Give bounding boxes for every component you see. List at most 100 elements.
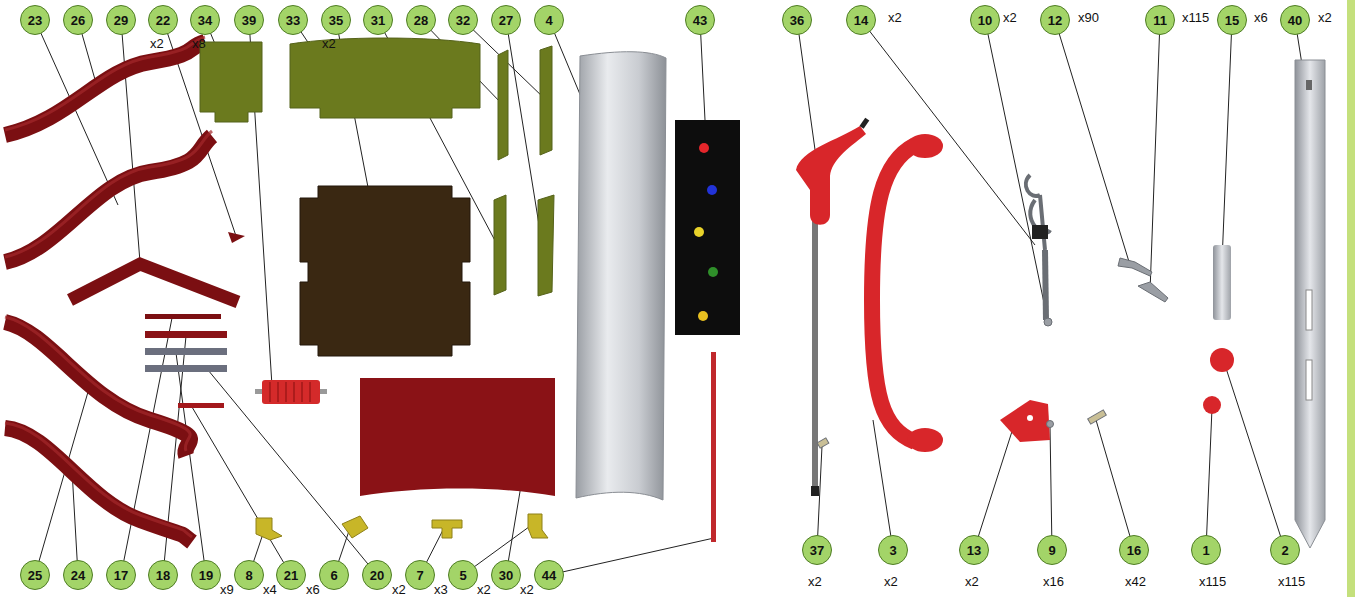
callout-number: 13 [967, 544, 981, 557]
callout-number: 17 [114, 569, 128, 582]
callout-circle: 16 [1119, 535, 1149, 565]
callout-number: 21 [284, 569, 298, 582]
callout-circle: 11 [1145, 5, 1175, 35]
quantity-label: x115 [1182, 11, 1209, 24]
callout-number: 27 [499, 14, 513, 27]
callout-circle: 12 [1040, 5, 1070, 35]
leader-lines [35, 20, 1306, 575]
callout-circle: 40 [1280, 5, 1310, 35]
callout-circle: 6 [319, 560, 349, 590]
callout-circle: 30 [491, 560, 521, 590]
callout-number: 20 [370, 569, 384, 582]
callout-circle: 23 [20, 5, 50, 35]
callout-circle: 44 [534, 560, 564, 590]
quantity-label: x9 [220, 583, 234, 596]
quantity-label: x6 [1254, 11, 1268, 24]
callout-circle: 4 [534, 5, 564, 35]
quantity-label: x2 [322, 37, 336, 50]
callout-number: 18 [156, 569, 170, 582]
callout-circle: 39 [234, 5, 264, 35]
callout-number: 35 [329, 14, 343, 27]
slide-chute [576, 52, 666, 500]
callout-circle: 21 [276, 560, 306, 590]
callout-number: 24 [71, 569, 85, 582]
callout-circle: 18 [148, 560, 178, 590]
quantity-label: x90 [1078, 11, 1099, 24]
callout-circle: 31 [363, 5, 393, 35]
callout-number: 8 [245, 569, 252, 582]
quantity-label: x2 [477, 583, 491, 596]
quantity-label: x115 [1199, 575, 1226, 588]
callout-number: 25 [28, 569, 42, 582]
quantity-label: x2 [888, 11, 902, 24]
callout-circle: 5 [448, 560, 478, 590]
callout-circle: 32 [448, 5, 478, 35]
quantity-label: x2 [1318, 11, 1332, 24]
callout-circle: 7 [405, 560, 435, 590]
grab-handle [872, 134, 943, 452]
callout-number: 6 [330, 569, 337, 582]
callout-number: 32 [456, 14, 470, 27]
callout-circle: 25 [20, 560, 50, 590]
brackets [256, 514, 548, 540]
callout-number: 11 [1153, 14, 1167, 27]
callout-circle: 9 [1037, 535, 1067, 565]
angle-bracket [1000, 400, 1050, 442]
callout-number: 34 [198, 14, 212, 27]
cylinder-part [255, 380, 327, 404]
callout-number: 10 [978, 14, 992, 27]
callout-circle: 15 [1217, 5, 1247, 35]
quantity-label: x3 [434, 583, 448, 596]
callout-circle: 34 [190, 5, 220, 35]
callout-circle: 33 [278, 5, 308, 35]
quantity-label: x4 [263, 583, 277, 596]
callout-circle: 14 [846, 5, 876, 35]
callout-number: 2 [1281, 544, 1288, 557]
quantity-label: x2 [808, 575, 822, 588]
callout-circle: 19 [191, 560, 221, 590]
climbing-wall [675, 120, 740, 335]
callout-number: 37 [810, 544, 824, 557]
callout-circle: 27 [491, 5, 521, 35]
callout-number: 30 [499, 569, 513, 582]
callout-number: 33 [286, 14, 300, 27]
ground-stake [1295, 60, 1325, 548]
triangle-part [228, 232, 245, 243]
pin-part [1213, 245, 1231, 320]
roof-panel [360, 378, 555, 496]
callout-number: 26 [71, 14, 85, 27]
callout-number: 3 [889, 544, 896, 557]
screws [817, 258, 1168, 448]
callout-number: 40 [1288, 14, 1302, 27]
handle-with-rod [796, 118, 869, 496]
callout-circle: 37 [802, 535, 832, 565]
callout-circle: 24 [63, 560, 93, 590]
callout-circle: 17 [106, 560, 136, 590]
callout-number: 23 [28, 14, 42, 27]
quantity-label: x42 [1125, 575, 1146, 588]
callout-number: 22 [156, 14, 170, 27]
quantity-label: x2 [392, 583, 406, 596]
cap-small [1203, 396, 1221, 414]
quantity-label: x2 [150, 37, 164, 50]
callout-circle: 22 [148, 5, 178, 35]
callout-number: 36 [790, 14, 804, 27]
accent-bar [1347, 0, 1355, 597]
callout-number: 12 [1048, 14, 1062, 27]
callout-number: 7 [416, 569, 423, 582]
floor-panel [300, 186, 470, 356]
callout-number: 14 [854, 14, 868, 27]
callout-number: 43 [693, 14, 707, 27]
callout-circle: 26 [63, 5, 93, 35]
bars [145, 314, 227, 408]
quantity-label: x2 [884, 575, 898, 588]
callout-number: 31 [371, 14, 385, 27]
callout-circle: 2 [1270, 535, 1300, 565]
quantity-label: x8 [192, 37, 206, 50]
callout-circle: 3 [878, 535, 908, 565]
quantity-label: x16 [1043, 575, 1064, 588]
rod-part [711, 352, 716, 542]
callout-circle: 13 [959, 535, 989, 565]
quantity-label: x115 [1278, 575, 1305, 588]
